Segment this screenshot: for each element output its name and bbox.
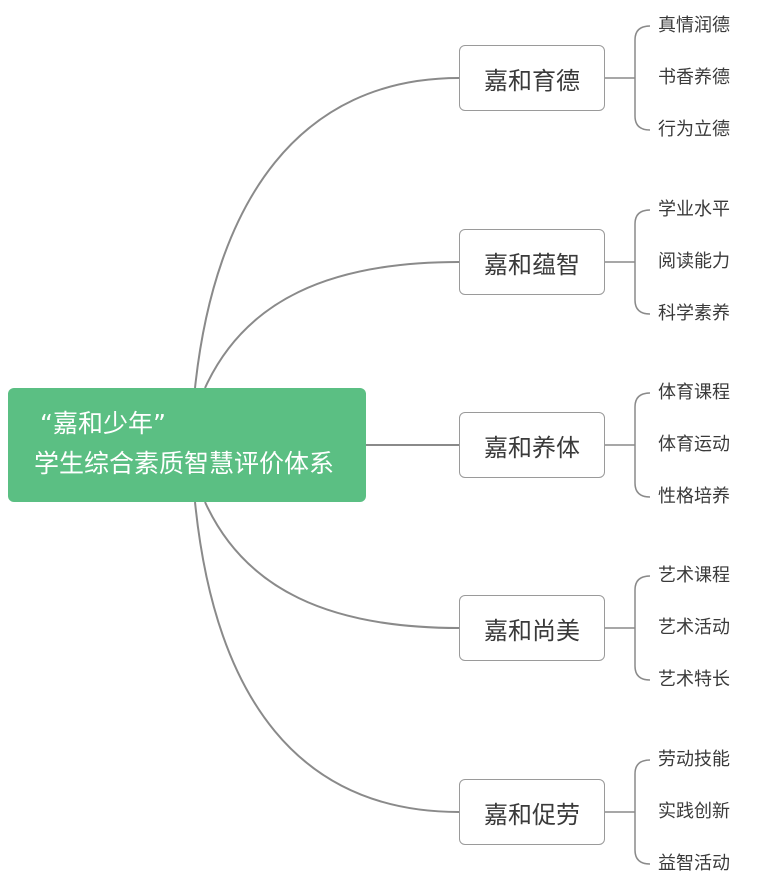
connector-root-to-branch-1 [194, 77, 460, 389]
branch-node-1[interactable]: 嘉和育德 [459, 45, 605, 111]
root-title: “嘉和少年” [40, 409, 166, 438]
root-subtitle: 学生综合素质智慧评价体系 [34, 449, 335, 478]
leaf-node-4-3[interactable]: 艺术特长 [658, 669, 730, 690]
leaf-node-5-2[interactable]: 实践创新 [658, 801, 730, 822]
leaf-node-5-3[interactable]: 益智活动 [658, 853, 730, 874]
leaf-node-2-3[interactable]: 科学素养 [658, 303, 730, 324]
branch-node-3[interactable]: 嘉和养体 [459, 412, 605, 478]
root-node[interactable]: “嘉和少年” 学生综合素质智慧评价体系 [8, 388, 366, 502]
brace-branch-5 [605, 759, 651, 865]
brace-branch-3 [605, 392, 651, 498]
brace-branch-2 [605, 209, 651, 315]
leaf-node-2-1[interactable]: 学业水平 [658, 199, 730, 220]
leaf-node-5-1[interactable]: 劳动技能 [658, 749, 730, 770]
connector-root-to-branch-4 [204, 501, 460, 629]
connector-root-to-branch-5 [194, 501, 460, 813]
branch-node-4[interactable]: 嘉和尚美 [459, 595, 605, 661]
leaf-node-1-2[interactable]: 书香养德 [658, 67, 730, 88]
leaf-node-3-3[interactable]: 性格培养 [658, 486, 730, 507]
leaf-node-3-1[interactable]: 体育课程 [658, 382, 730, 403]
leaf-node-3-2[interactable]: 体育运动 [658, 434, 730, 455]
brace-branch-1 [605, 25, 651, 131]
leaf-node-4-1[interactable]: 艺术课程 [658, 565, 730, 586]
branch-node-5[interactable]: 嘉和促劳 [459, 779, 605, 845]
leaf-node-1-1[interactable]: 真情润德 [658, 15, 730, 36]
branch-node-2[interactable]: 嘉和蕴智 [459, 229, 605, 295]
leaf-node-1-3[interactable]: 行为立德 [658, 119, 730, 140]
connector-root-to-branch-2 [204, 261, 460, 389]
leaf-node-4-2[interactable]: 艺术活动 [658, 617, 730, 638]
leaf-node-2-2[interactable]: 阅读能力 [658, 251, 730, 272]
brace-branch-4 [605, 575, 651, 681]
